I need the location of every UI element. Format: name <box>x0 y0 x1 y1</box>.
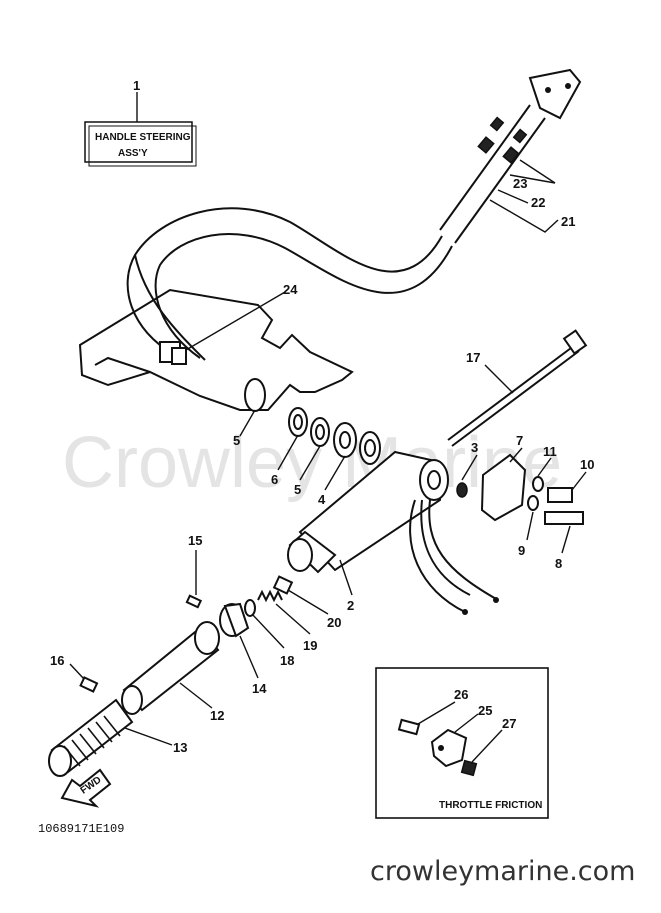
cable-loop <box>126 207 453 361</box>
callout-8: 8 <box>555 556 562 571</box>
callout-9: 9 <box>518 543 525 558</box>
forward-arrow-icon: FWD <box>60 768 112 808</box>
inset-caption: THROTTLE FRICTION <box>439 800 542 811</box>
title-box-line1: HANDLE STEERING <box>95 132 191 143</box>
callout-15: 15 <box>188 533 202 548</box>
callout-20: 20 <box>327 615 341 630</box>
bracket-washers: 5 6 5 4 <box>233 378 381 507</box>
throttle-cables: 23 22 21 <box>439 68 582 244</box>
inset-box-throttle-friction: 26 25 27 THROTTLE FRICTION <box>375 667 549 819</box>
title-box-line2: ASS'Y <box>118 148 148 159</box>
callout-12: 12 <box>210 708 224 723</box>
steering-handle-arm: 2 <box>287 450 499 615</box>
callout-18: 18 <box>280 653 294 668</box>
throttle-shaft-parts: 15 14 18 19 20 12 <box>48 533 341 777</box>
callout-1: 1 <box>133 78 140 93</box>
callout-22: 22 <box>531 195 545 210</box>
callout-27: 27 <box>502 716 516 731</box>
callout-3: 3 <box>471 440 478 455</box>
callout-5a: 5 <box>233 433 240 448</box>
callout-24: 24 <box>283 282 298 297</box>
drawing-code: 10689171E109 <box>38 822 124 836</box>
callout-4: 4 <box>318 492 326 507</box>
callout-7: 7 <box>516 433 523 448</box>
callout-5b: 5 <box>294 482 301 497</box>
friction-parts-right: 3 7 11 10 9 8 <box>456 433 594 571</box>
callout-25: 25 <box>478 703 492 718</box>
callout-14: 14 <box>252 681 267 696</box>
title-box: 1 HANDLE STEERING ASS'Y <box>84 78 197 167</box>
cowling-outline: 24 <box>78 282 354 411</box>
callout-23: 23 <box>513 176 527 191</box>
rod-17: 17 <box>447 329 588 447</box>
callout-19: 19 <box>303 638 317 653</box>
callout-13: 13 <box>173 740 187 755</box>
callout-17: 17 <box>466 350 480 365</box>
callout-2: 2 <box>347 598 354 613</box>
callout-26: 26 <box>454 687 468 702</box>
site-name: crowleymarine.com <box>370 856 635 887</box>
callout-16: 16 <box>50 653 64 668</box>
callout-6: 6 <box>271 472 278 487</box>
callout-21: 21 <box>561 214 575 229</box>
callout-11: 11 <box>543 444 557 459</box>
callout-10: 10 <box>580 457 594 472</box>
